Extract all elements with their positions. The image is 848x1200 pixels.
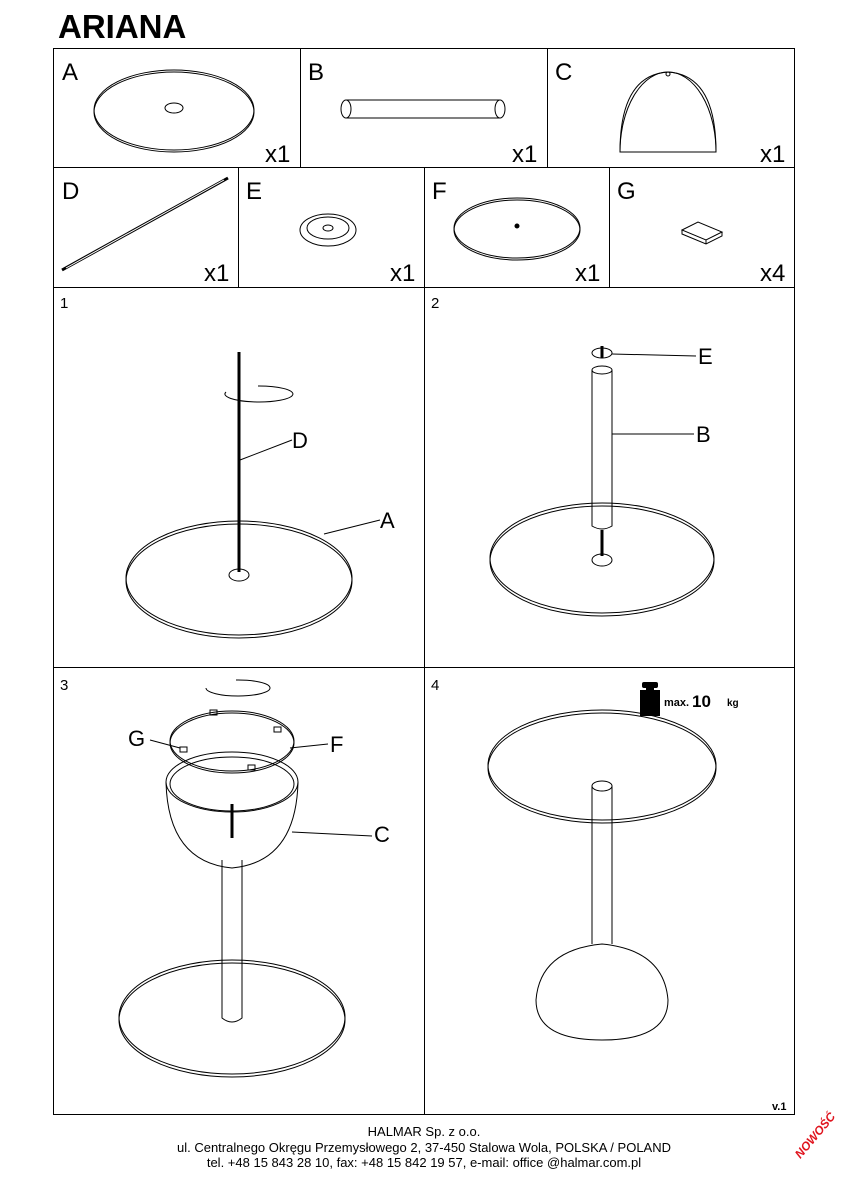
part-qty-f: x1 (575, 260, 600, 287)
step-2-label-b: B (696, 422, 711, 447)
part-d-rod (61, 176, 229, 272)
part-qty-c: x1 (760, 141, 785, 168)
step-3-illustration (118, 679, 373, 1078)
max-load-prefix: max. (664, 697, 689, 709)
part-c-dome (619, 71, 717, 153)
part-b-tube (340, 99, 506, 119)
part-letter-c: C (555, 59, 572, 86)
step-2-illustration (489, 346, 715, 617)
max-load-unit: kg (727, 698, 739, 709)
footer-contact: tel. +48 15 843 28 10, fax: +48 15 842 1… (206, 1155, 642, 1170)
grid-lines (53, 48, 795, 1115)
part-letter-b: B (308, 59, 324, 86)
step-number-1: 1 (60, 295, 68, 312)
part-qty-a: x1 (265, 141, 290, 168)
part-f-plate (453, 197, 581, 261)
step-3-label-c: C (374, 822, 390, 847)
part-qty-g: x4 (760, 260, 785, 287)
part-letter-f: F (432, 178, 447, 205)
part-qty-b: x1 (512, 141, 537, 168)
step-number-4: 4 (431, 677, 439, 694)
rotate-arrow-icon (224, 385, 294, 403)
rotate-arrow-icon (205, 679, 271, 697)
product-title: ARIANA (58, 8, 187, 45)
step-3-label-g: G (128, 726, 145, 751)
part-qty-e: x1 (390, 260, 415, 287)
part-letter-g: G (617, 178, 636, 205)
weight-icon (640, 682, 660, 716)
footer: HALMAR Sp. z o.o. ul. Centralnego Okręgu… (0, 1124, 848, 1171)
version-label: v.1 (772, 1101, 786, 1113)
part-e-washer (299, 213, 357, 247)
step-1-label-a: A (380, 508, 395, 533)
max-load-value: 10 (692, 692, 711, 711)
step-3-label-f: F (330, 732, 343, 757)
footer-address: ul. Centralnego Okręgu Przemysłowego 2, … (176, 1139, 671, 1155)
part-letter-d: D (62, 178, 79, 205)
step-4-illustration (487, 682, 717, 1041)
step-1-label-d: D (292, 428, 308, 453)
part-letter-e: E (246, 178, 262, 205)
step-2-label-e: E (698, 344, 713, 369)
step-number-2: 2 (431, 295, 439, 312)
step-number-3: 3 (60, 677, 68, 694)
part-g-pad (680, 221, 724, 245)
footer-company: HALMAR Sp. z o.o. (367, 1124, 481, 1139)
part-letter-a: A (62, 59, 78, 86)
part-qty-d: x1 (204, 260, 229, 287)
step-1-illustration (125, 352, 381, 639)
part-a-base-disc (93, 69, 255, 153)
